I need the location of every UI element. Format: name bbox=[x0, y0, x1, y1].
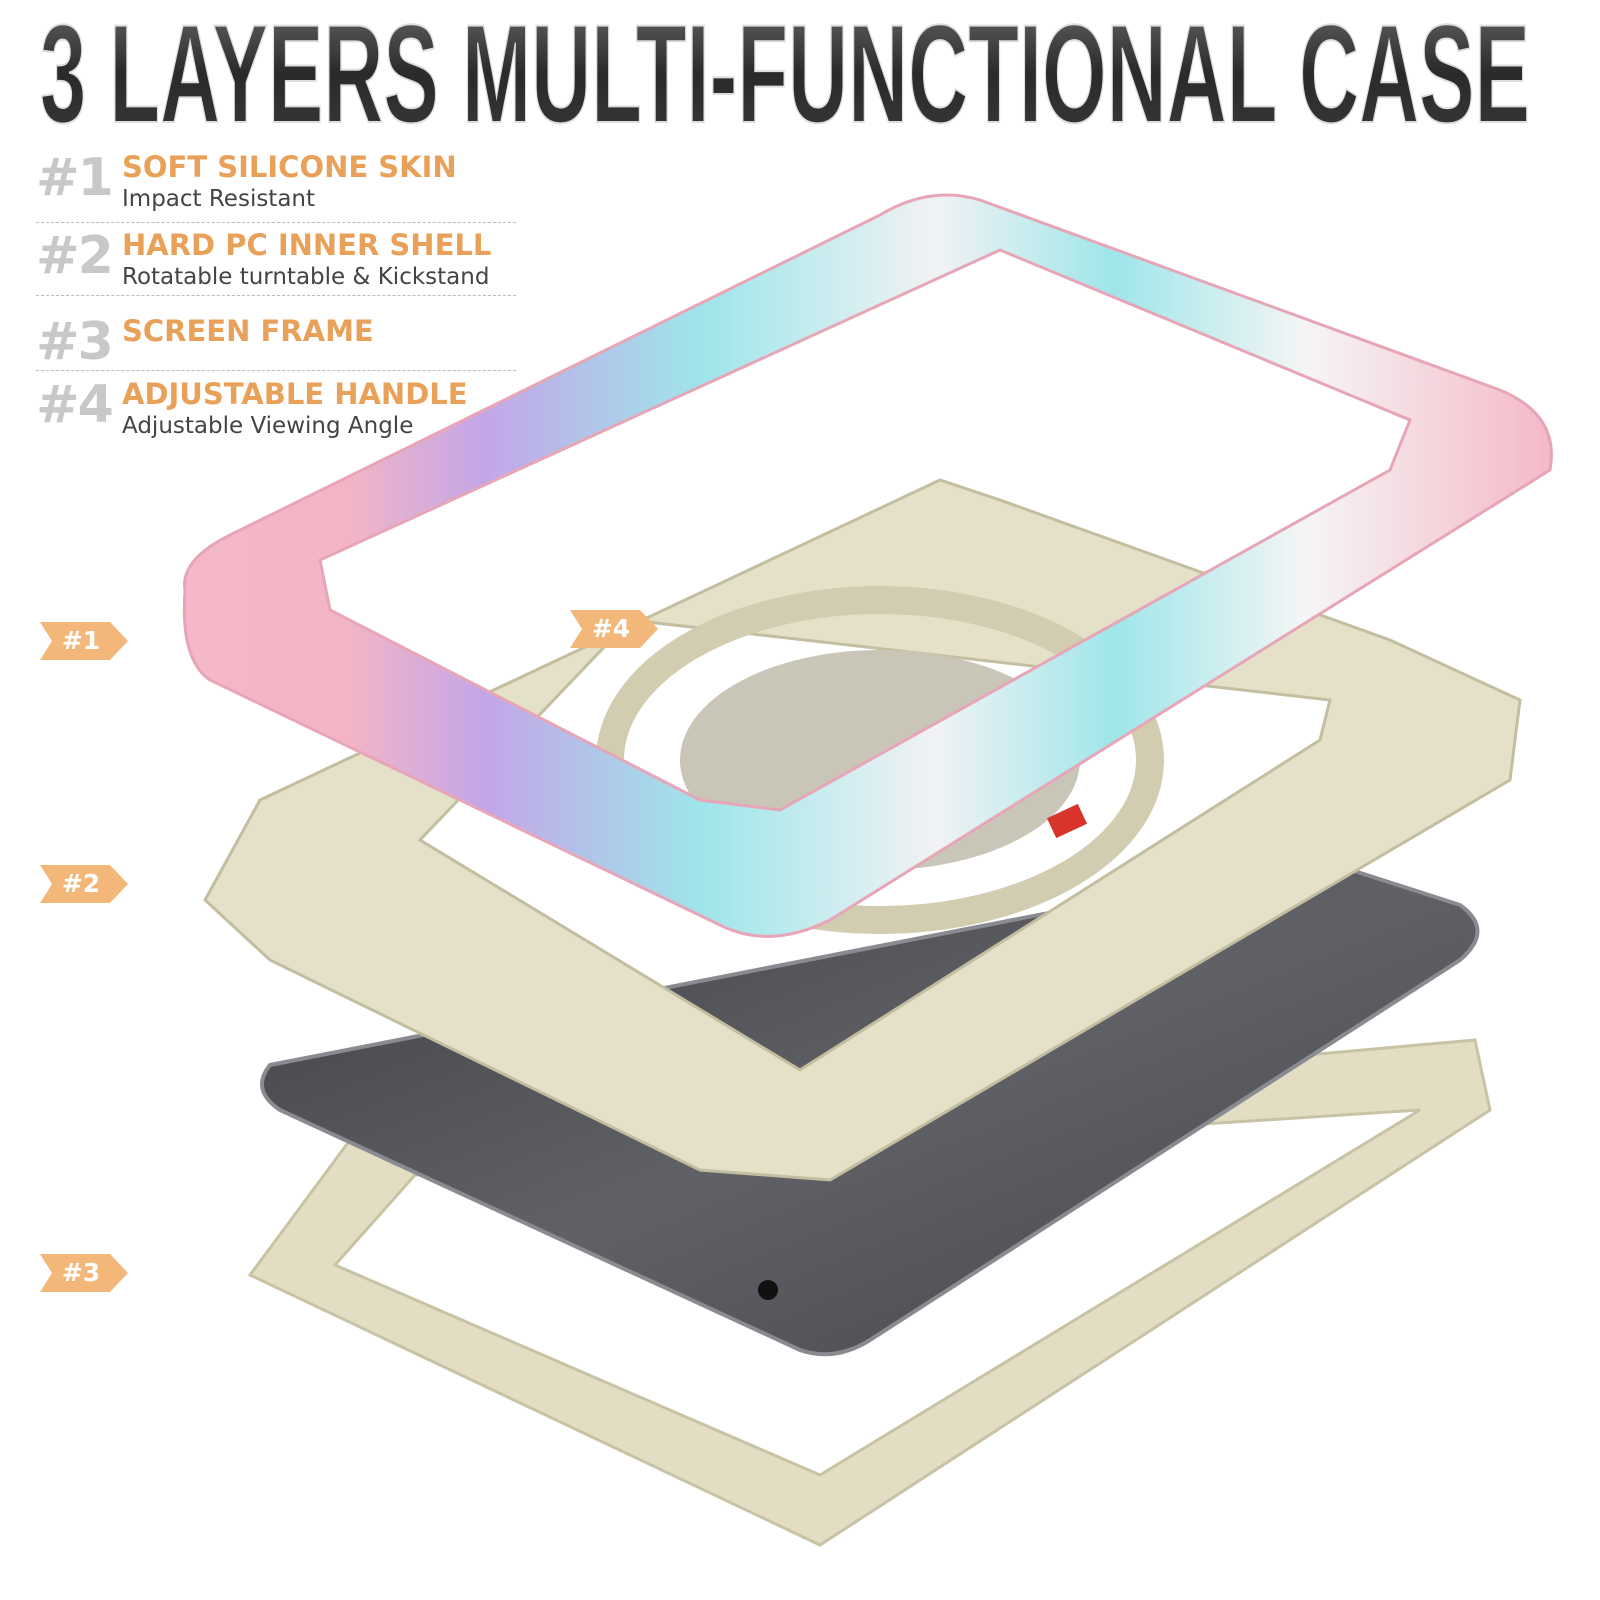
feature-3: #3 SCREEN FRAME bbox=[36, 312, 516, 372]
layer-tag-4: #4 bbox=[570, 610, 660, 648]
feature-number: #4 bbox=[36, 375, 114, 435]
layer-tag-1: #1 bbox=[40, 622, 130, 660]
feature-heading: ADJUSTABLE HANDLE bbox=[122, 377, 468, 411]
silicone-skin-layer bbox=[182, 193, 1553, 938]
divider bbox=[36, 370, 516, 371]
feature-subtitle: Adjustable Viewing Angle bbox=[122, 413, 414, 439]
feature-heading: SOFT SILICONE SKIN bbox=[122, 150, 457, 184]
screen-frame-layer bbox=[247, 1038, 1492, 1547]
feature-2: #2 HARD PC INNER SHELL Rotatable turntab… bbox=[36, 226, 516, 296]
feature-1: #1 SOFT SILICONE SKIN Impact Resistant bbox=[36, 148, 516, 218]
tag-label: #3 bbox=[61, 1258, 101, 1287]
tag-label: #1 bbox=[61, 626, 101, 655]
release-button bbox=[1046, 803, 1088, 839]
layer-tag-3: #3 bbox=[40, 1254, 130, 1292]
feature-heading: SCREEN FRAME bbox=[122, 314, 374, 348]
feature-subtitle: Rotatable turntable & Kickstand bbox=[122, 264, 490, 290]
feature-4: #4 ADJUSTABLE HANDLE Adjustable Viewing … bbox=[36, 375, 516, 445]
tag-label: #2 bbox=[61, 869, 101, 898]
page-title: 3 LAYERS MULTI-FUNCTIONAL CASE bbox=[39, 0, 1531, 140]
title-text: 3 LAYERS MULTI-FUNCTIONAL CASE bbox=[40, 0, 1530, 140]
feature-subtitle: Impact Resistant bbox=[122, 186, 316, 212]
feature-heading: HARD PC INNER SHELL bbox=[122, 228, 492, 262]
divider bbox=[36, 295, 516, 296]
tag-label: #4 bbox=[591, 614, 631, 643]
layer-tag-2: #2 bbox=[40, 865, 130, 903]
feature-number: #1 bbox=[36, 148, 114, 208]
camera-icon bbox=[758, 1280, 778, 1300]
feature-number: #2 bbox=[36, 226, 114, 286]
divider bbox=[36, 222, 516, 223]
feature-number: #3 bbox=[36, 312, 114, 372]
